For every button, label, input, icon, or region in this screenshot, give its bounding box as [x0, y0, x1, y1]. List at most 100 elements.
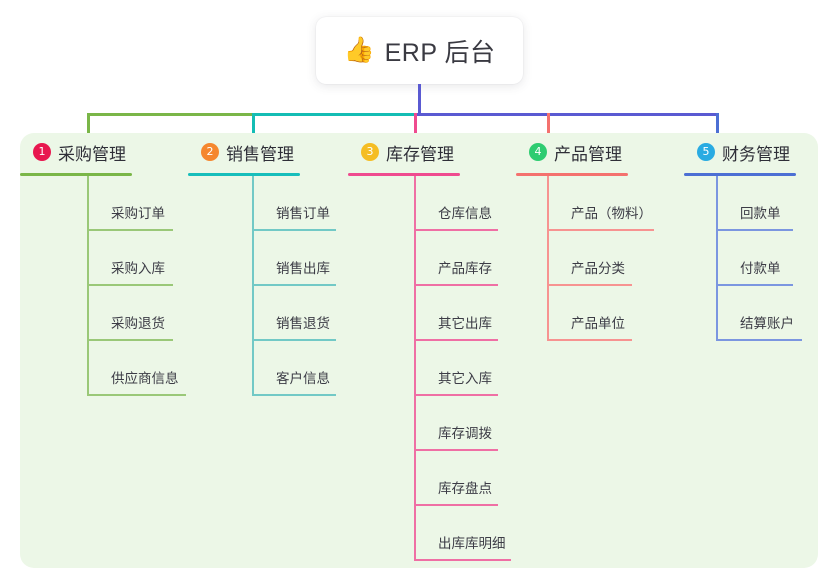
branch-item-label: 采购订单: [111, 206, 165, 221]
branch-item-label: 仓库信息: [438, 206, 492, 221]
branch-item[interactable]: 结算账户: [716, 286, 802, 341]
branch-item[interactable]: 销售出库: [252, 231, 336, 286]
branch-item[interactable]: 产品（物料）: [547, 176, 654, 231]
branch-item-label: 回款单: [740, 206, 781, 221]
branch-item-rule: [414, 449, 498, 451]
branch-item-rule: [87, 229, 173, 231]
branch-item[interactable]: 供应商信息: [87, 341, 186, 396]
branch-item[interactable]: 回款单: [716, 176, 796, 231]
branch-item-label: 库存调拨: [438, 426, 492, 441]
branch-item-rule: [414, 504, 498, 506]
branch-item-label: 出库库明细: [438, 536, 506, 551]
branch-spine: [716, 176, 718, 341]
branch-item-label: 产品分类: [571, 261, 625, 276]
branch-item[interactable]: 产品单位: [547, 286, 632, 341]
branch-spine: [414, 176, 416, 561]
branch-item-label: 采购入库: [111, 261, 165, 276]
branch-number-badge: 1: [33, 143, 51, 161]
branch-item-label: 产品单位: [571, 316, 625, 331]
branch-item-label: 销售退货: [276, 316, 330, 331]
branch-items-product-management: 产品（物料） 产品分类产品单位: [547, 176, 654, 341]
branch-item[interactable]: 采购退货: [87, 286, 173, 341]
branch-item-rule: [87, 394, 186, 396]
branch-item-rule: [547, 284, 632, 286]
branch-item-label: 销售订单: [276, 206, 330, 221]
branch-item[interactable]: 付款单: [716, 231, 796, 286]
branch-item[interactable]: 产品分类: [547, 231, 632, 286]
branch-title: 库存管理: [386, 144, 454, 164]
branch-header-rule: [684, 173, 796, 176]
branch-item-rule: [414, 559, 511, 561]
branch-item-rule: [252, 229, 336, 231]
branch-item-rule: [414, 284, 498, 286]
thumbs-up-icon: 👍: [343, 36, 375, 64]
branches-panel: [20, 133, 818, 568]
bus-teal: [252, 113, 416, 116]
branch-item[interactable]: 销售订单: [252, 176, 336, 231]
branch-header-rule: [516, 173, 628, 176]
branch-item-rule: [87, 284, 173, 286]
branch-title: 财务管理: [722, 144, 790, 164]
branch-item-label: 采购退货: [111, 316, 165, 331]
branch-spine: [252, 176, 254, 396]
branch-item-label: 销售出库: [276, 261, 330, 276]
branch-item[interactable]: 出库库明细: [414, 506, 511, 561]
bus-green: [87, 113, 254, 116]
branch-item-rule: [252, 284, 336, 286]
branch-title: 销售管理: [226, 144, 294, 164]
branch-header-sales-management[interactable]: 2 销售管理: [188, 133, 300, 171]
branch-item[interactable]: 采购入库: [87, 231, 173, 286]
branch-items-purchase-management: 采购订单采购入库采购退货供应商信息: [87, 176, 186, 396]
branch-item-label: 产品（物料）: [571, 206, 652, 221]
branch-items-finance-management: 回款单付款单结算账户: [716, 176, 802, 341]
branch-item-label: 结算账户: [740, 316, 794, 331]
bus-blue: [414, 113, 719, 116]
branch-item[interactable]: 产品库存: [414, 231, 498, 286]
root-node-title: ERP 后台: [384, 38, 496, 67]
branch-item[interactable]: 库存调拨: [414, 396, 498, 451]
branch-header-rule: [20, 173, 132, 176]
branch-spine: [547, 176, 549, 341]
branch-item-rule: [716, 284, 793, 286]
branch-item[interactable]: 采购订单: [87, 176, 173, 231]
branch-item[interactable]: 销售退货: [252, 286, 336, 341]
branch-title: 采购管理: [58, 144, 126, 164]
connector-stem: [418, 84, 421, 116]
branch-item[interactable]: 仓库信息: [414, 176, 498, 231]
branch-item-rule: [252, 394, 336, 396]
branch-header-rule: [188, 173, 300, 176]
branch-header-purchase-management[interactable]: 1 采购管理: [20, 133, 132, 171]
branch-item-rule: [252, 339, 336, 341]
branch-number-badge: 4: [529, 143, 547, 161]
branch-items-inventory-management: 仓库信息产品库存其它出库其它入库库存调拨库存盘点出库库明细: [414, 176, 511, 561]
branch-item-rule: [716, 339, 802, 341]
branch-item-rule: [414, 339, 498, 341]
branch-item[interactable]: 其它入库: [414, 341, 498, 396]
branch-item-label: 其它出库: [438, 316, 492, 331]
root-node-erp-backend[interactable]: 👍 ERP 后台: [316, 17, 523, 84]
branch-item-label: 付款单: [740, 261, 781, 276]
branch-item-label: 产品库存: [438, 261, 492, 276]
branch-purchase-management: 1 采购管理采购订单采购入库采购退货供应商信息: [20, 133, 186, 396]
branch-item-rule: [87, 339, 173, 341]
branch-item-label: 供应商信息: [111, 371, 179, 386]
branch-number-badge: 2: [201, 143, 219, 161]
branch-item[interactable]: 客户信息: [252, 341, 336, 396]
branch-item-label: 库存盘点: [438, 481, 492, 496]
branch-item[interactable]: 其它出库: [414, 286, 498, 341]
branch-sales-management: 2 销售管理销售订单销售出库销售退货客户信息: [188, 133, 336, 396]
branch-items-sales-management: 销售订单销售出库销售退货客户信息: [252, 176, 336, 396]
branch-header-rule: [348, 173, 460, 176]
branch-item[interactable]: 库存盘点: [414, 451, 498, 506]
branch-item-rule: [414, 229, 498, 231]
branch-item-rule: [414, 394, 498, 396]
branch-item-rule: [716, 229, 793, 231]
branch-item-label: 其它入库: [438, 371, 492, 386]
branch-item-rule: [547, 339, 632, 341]
